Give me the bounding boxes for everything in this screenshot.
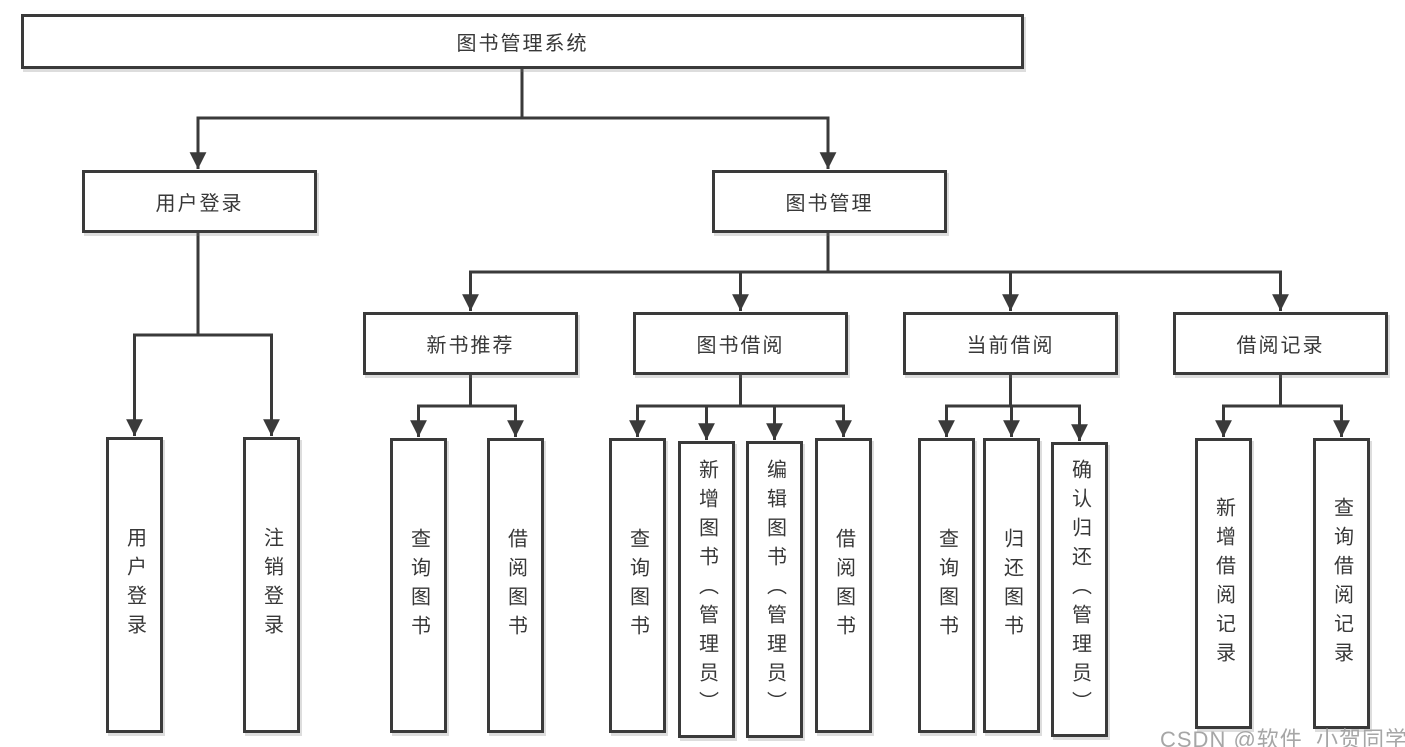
node-label: 查询图书 (935, 527, 958, 644)
leaf-return-books: 归还图书 (983, 438, 1040, 733)
leaf-borrow-books-2: 借阅图书 (815, 438, 872, 733)
node-label: 当前借阅 (966, 335, 1055, 357)
leaf-add-books-admin: 新增图书（管理员） (678, 441, 735, 738)
node-label: 图书管理 (785, 193, 874, 215)
node-label: 编辑图书（管理员） (763, 459, 786, 720)
leaf-query-books-3: 查询图书 (918, 438, 975, 733)
node-label: 新增图书（管理员） (695, 459, 718, 720)
leaf-edit-books-admin: 编辑图书（管理员） (746, 441, 803, 738)
node-label: 借阅记录 (1236, 335, 1325, 357)
node-label: 借阅图书 (832, 527, 855, 644)
csdn-watermark: CSDN @软件_小贺同学 (1160, 727, 1405, 747)
leaf-query-books-2: 查询图书 (609, 438, 666, 733)
node-user-login: 用户登录 (82, 170, 317, 233)
node-label: 用户登录 (123, 527, 146, 643)
node-label: 查询图书 (407, 527, 430, 644)
leaf-query-borrow-record: 查询借阅记录 (1313, 438, 1370, 729)
node-library-management-system: 图书管理系统 (21, 14, 1024, 69)
node-new-book-recommend: 新书推荐 (363, 312, 578, 375)
node-label: 用户登录 (155, 193, 244, 215)
leaf-confirm-return-admin: 确认归还（管理员） (1051, 442, 1108, 737)
node-book-borrow: 图书借阅 (633, 312, 848, 375)
node-label: 新书推荐 (426, 335, 515, 357)
node-label: 借阅图书 (504, 527, 527, 644)
leaf-logout: 注销登录 (243, 437, 300, 733)
node-borrow-records: 借阅记录 (1173, 312, 1388, 375)
node-label: 图书管理系统 (456, 33, 589, 55)
node-current-borrow: 当前借阅 (903, 312, 1118, 375)
node-label: 查询借阅记录 (1330, 496, 1353, 671)
node-label: 图书借阅 (696, 335, 785, 357)
leaf-add-borrow-record: 新增借阅记录 (1195, 438, 1252, 729)
node-label: 确认归还（管理员） (1068, 459, 1091, 720)
node-label: 归还图书 (1000, 527, 1023, 644)
node-label: 注销登录 (260, 527, 283, 643)
leaf-query-books-1: 查询图书 (390, 438, 447, 733)
node-book-management: 图书管理 (712, 170, 947, 233)
leaf-borrow-books-1: 借阅图书 (487, 438, 544, 733)
node-label: 查询图书 (626, 527, 649, 644)
leaf-user-login: 用户登录 (106, 437, 163, 733)
node-label: 新增借阅记录 (1212, 496, 1235, 671)
